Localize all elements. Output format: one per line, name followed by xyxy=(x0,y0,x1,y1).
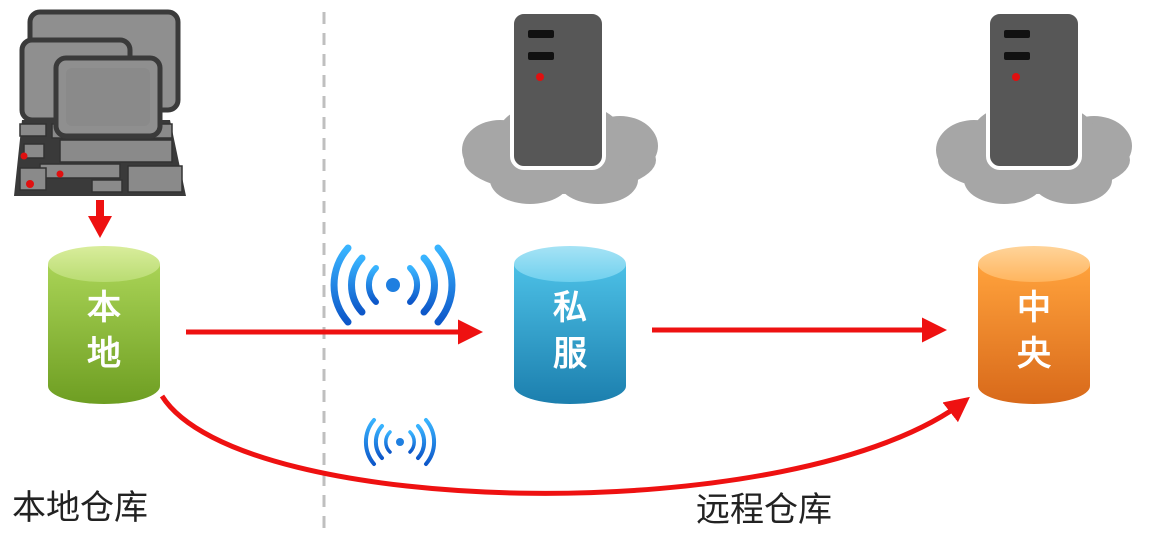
remote-section-label: 远程仓库 xyxy=(696,490,832,530)
local-section-label: 本地仓库 xyxy=(12,488,148,528)
computer-cluster-icon xyxy=(14,9,186,196)
local-repo-cylinder xyxy=(48,246,160,404)
server-icon xyxy=(510,10,606,170)
local-repo-label-2: 地 xyxy=(87,334,121,374)
arrow-local-to-central xyxy=(159,394,970,496)
local-repo-label-1: 本 xyxy=(87,288,121,328)
private-repo-cylinder xyxy=(514,246,626,404)
wifi-signal-icon xyxy=(330,244,456,326)
private-repo-label-2: 服 xyxy=(553,334,587,374)
wifi-signal-icon-small xyxy=(363,418,437,466)
central-repo-label-1: 中 xyxy=(1017,288,1051,328)
server-icon xyxy=(986,10,1082,170)
central-repo-label-2: 央 xyxy=(1017,334,1051,374)
down-arrow-icon xyxy=(88,200,112,238)
private-repo-label-1: 私 xyxy=(553,288,587,328)
central-server-group xyxy=(936,10,1132,204)
central-repo-cylinder xyxy=(978,246,1090,404)
private-server-group xyxy=(462,10,658,204)
